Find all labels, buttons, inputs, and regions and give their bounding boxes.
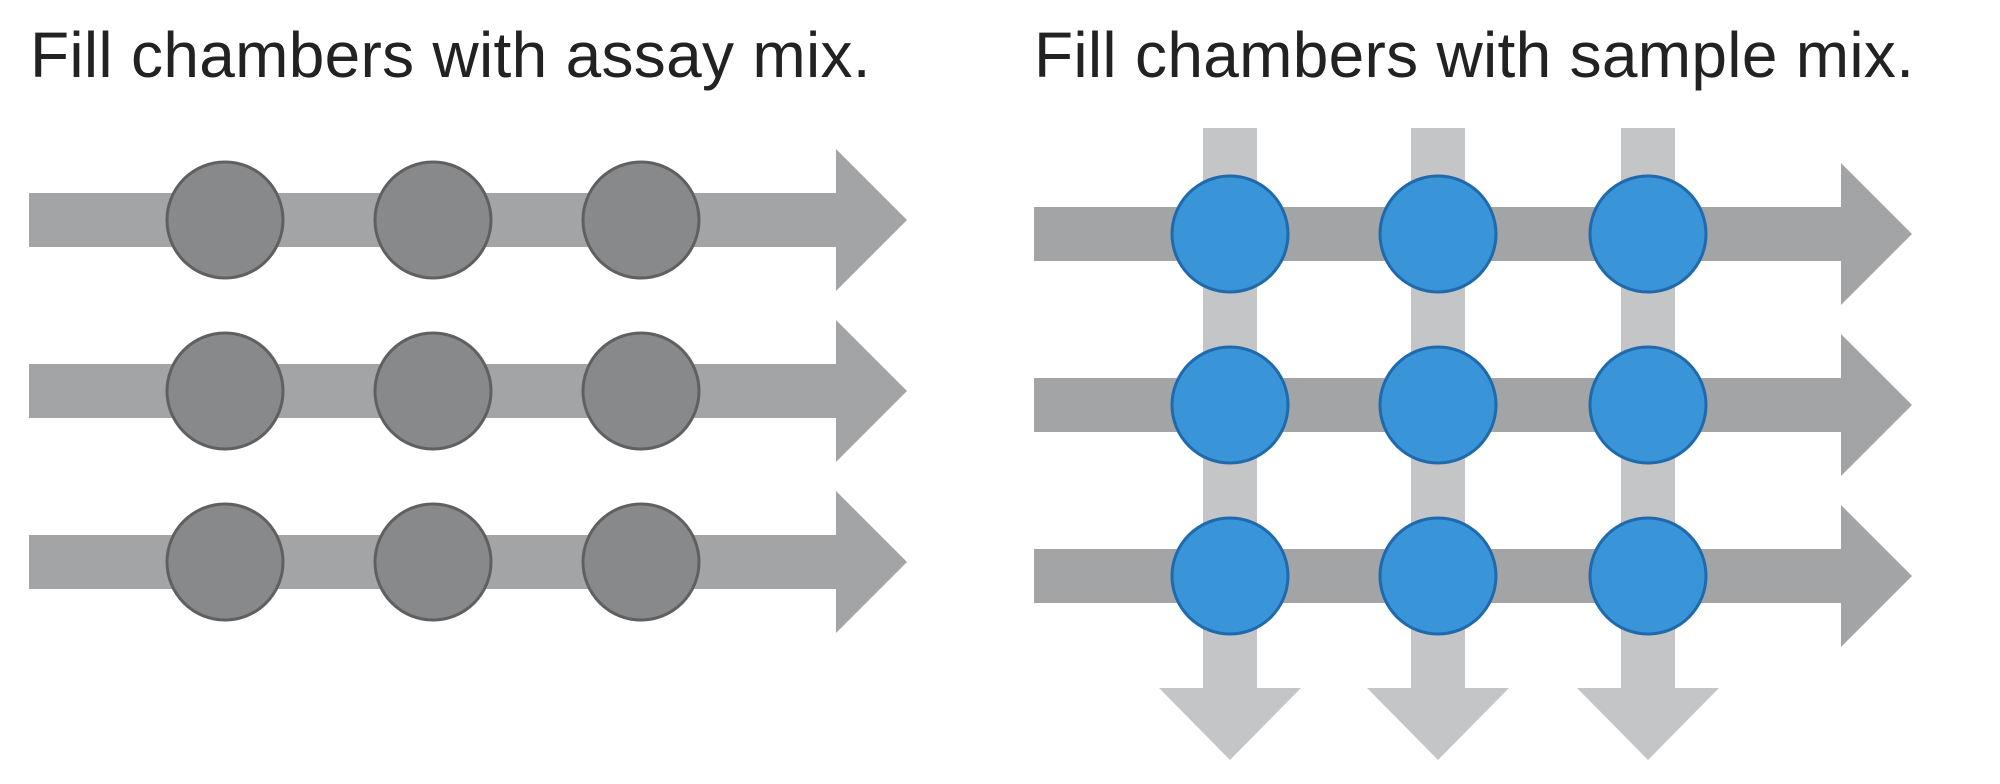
sample-chamber-r2-c3 bbox=[1588, 345, 1708, 465]
sample-mix-panel bbox=[1034, 128, 1912, 760]
assay-mix-panel bbox=[29, 149, 907, 633]
sample-chamber-r1-c3 bbox=[1588, 174, 1708, 294]
sample-chamber-r3-c3 bbox=[1588, 516, 1708, 636]
sample-chamber-r2-c2 bbox=[1378, 345, 1498, 465]
assay-panel-title: Fill chambers with assay mix. bbox=[30, 19, 871, 91]
assay-chamber-r3-c3 bbox=[581, 502, 701, 622]
sample-chamber-r3-c2 bbox=[1378, 516, 1498, 636]
assay-chamber-r2-c2 bbox=[373, 331, 493, 451]
assay-chamber-r2-c1 bbox=[165, 331, 285, 451]
sample-panel-title: Fill chambers with sample mix. bbox=[1034, 19, 1915, 91]
assay-chamber-r1-c3 bbox=[581, 160, 701, 280]
sample-chamber-r2-c1 bbox=[1170, 345, 1290, 465]
assay-chamber-r2-c3 bbox=[581, 331, 701, 451]
assay-chamber-r3-c1 bbox=[165, 502, 285, 622]
assay-chamber-r1-c2 bbox=[373, 160, 493, 280]
sample-chamber-r1-c1 bbox=[1170, 174, 1290, 294]
sample-chamber-r3-c1 bbox=[1170, 516, 1290, 636]
assay-chamber-r1-c1 bbox=[165, 160, 285, 280]
assay-chamber-r3-c2 bbox=[373, 502, 493, 622]
sample-chamber-r1-c2 bbox=[1378, 174, 1498, 294]
